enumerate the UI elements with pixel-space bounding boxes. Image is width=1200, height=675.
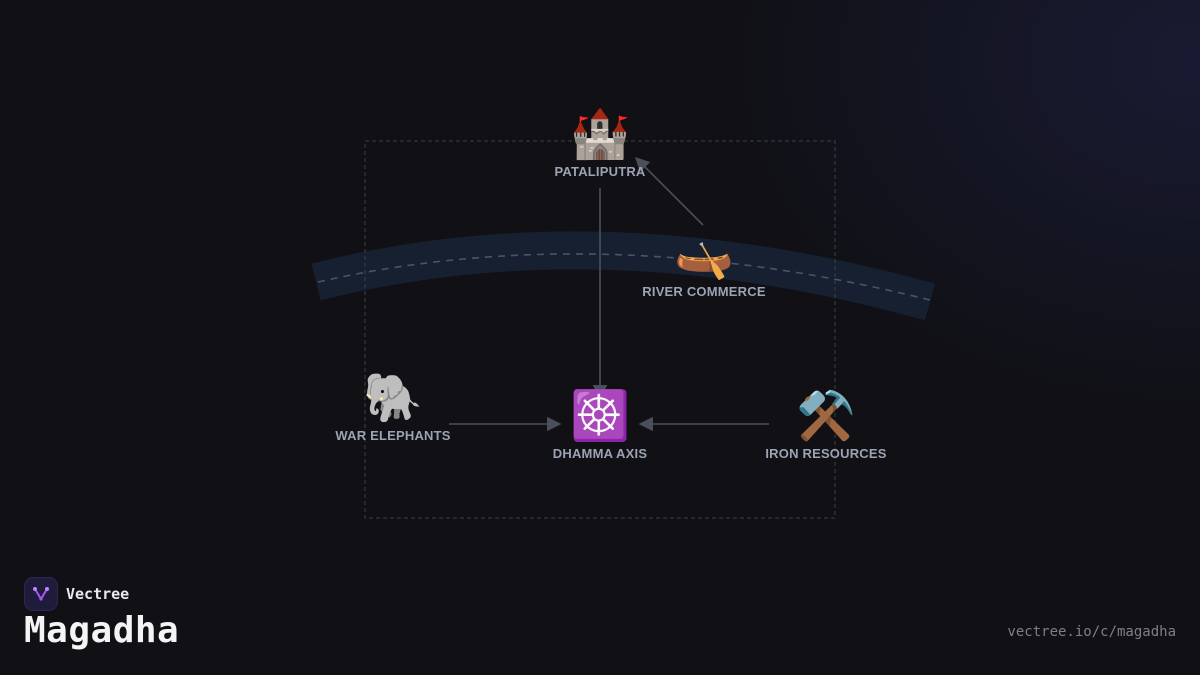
node-label: IRON RESOURCES (765, 446, 887, 461)
elephant-icon: 🐘 (363, 370, 423, 426)
node-label: DHAMMA AXIS (552, 446, 648, 461)
river-band (311, 231, 936, 321)
node-war-elephants[interactable]: 🐘 WAR ELEPHANTS (335, 370, 450, 443)
dharma-wheel-icon: ☸️ (570, 388, 630, 444)
node-river-commerce[interactable]: 🛶 RIVER COMMERCE (642, 226, 765, 299)
node-iron-resources[interactable]: ⚒️ IRON RESOURCES (765, 388, 886, 461)
river-centerline (317, 253, 931, 301)
brand-name: Vectree (66, 585, 130, 603)
node-label: PATALIPUTRA (554, 164, 646, 179)
node-dhamma-axis[interactable]: ☸️ DHAMMA AXIS (553, 388, 647, 461)
hammer-pick-icon: ⚒️ (796, 388, 856, 444)
page-title: Magadha (24, 610, 180, 651)
region-boundary (364, 140, 836, 519)
node-label: RIVER COMMERCE (642, 284, 766, 299)
node-label: WAR ELEPHANTS (335, 428, 451, 443)
edge-river-commerce-to-pataliputra (634, 156, 704, 226)
canoe-icon: 🛶 (674, 226, 734, 282)
brand[interactable]: Vectree (24, 577, 129, 611)
node-pataliputra[interactable]: 🏰 PATALIPUTRA (554, 106, 645, 179)
vectree-logo-icon (24, 577, 58, 611)
castle-icon: 🏰 (570, 106, 630, 162)
page-url[interactable]: vectree.io/c/magadha (1007, 624, 1176, 640)
